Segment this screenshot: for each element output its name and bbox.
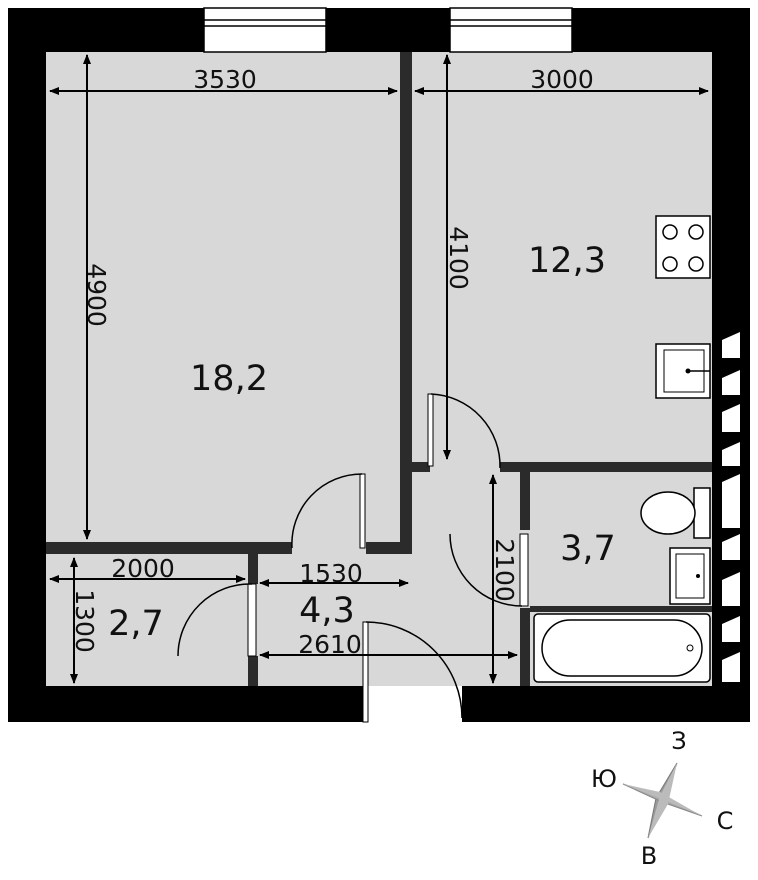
kitchen-sink-icon: [655, 343, 711, 399]
outer-walls: [8, 8, 750, 722]
dim-living-depth: 4900: [82, 263, 111, 327]
compass-north-label: С: [717, 807, 734, 835]
door-entrance: [362, 621, 463, 723]
door-living: [291, 473, 366, 549]
toilet-icon: [640, 487, 711, 539]
dim-storage-width: 2000: [111, 554, 175, 583]
dim-storage-depth: 1300: [70, 589, 99, 653]
compass-south-label: Ю: [591, 765, 617, 793]
room-area-bathroom: 3,7: [560, 529, 616, 569]
dim-hall-width: 1530: [299, 559, 363, 588]
floor-area: [46, 52, 712, 686]
compass-east-label: В: [641, 842, 657, 870]
window-kitchen: [449, 7, 573, 53]
bathtub-icon: [533, 613, 711, 683]
dim-kitchen-depth: 4100: [444, 226, 473, 290]
dim-hall-length: 2610: [298, 630, 362, 659]
dim-living-width: 3530: [193, 65, 257, 94]
compass-west-label: З: [671, 727, 686, 755]
door-bathroom: [449, 533, 529, 607]
dim-bath-depth: 2100: [490, 538, 519, 602]
compass-icon: [622, 762, 703, 839]
dimension-lines: [49, 54, 709, 684]
stove-icon: [655, 215, 711, 279]
door-storage: [177, 583, 257, 657]
window-living: [203, 7, 327, 53]
dim-kitchen-width: 3000: [530, 65, 594, 94]
room-area-hall: 4,3: [299, 591, 355, 631]
room-area-storage: 2,7: [108, 604, 164, 644]
room-area-kitchen: 12,3: [528, 241, 606, 281]
bath-sink-icon: [669, 547, 711, 605]
room-area-living: 18,2: [190, 359, 268, 399]
ventilation-shaft: [712, 332, 750, 696]
interior-walls: [46, 52, 712, 686]
